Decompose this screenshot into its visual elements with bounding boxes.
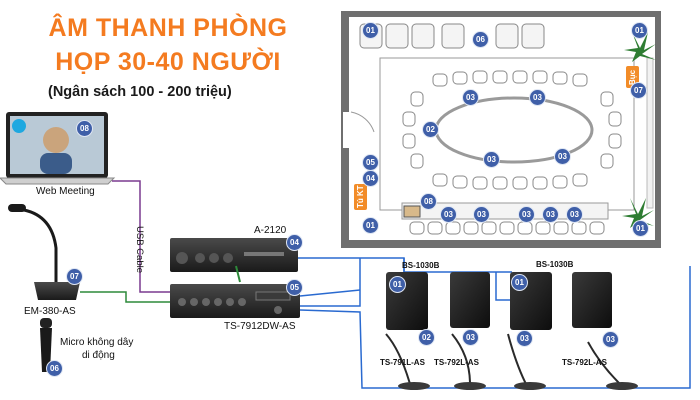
badge-room-front-1: 03 [440,206,457,223]
badge-room-bl: 01 [362,217,379,234]
wires [80,180,691,389]
badge-room-front-2: 03 [473,206,490,223]
mic-unit-label-3: TS-792L-AS [562,358,607,367]
gooseneck-line [80,291,170,303]
usb-cable-line [112,180,170,293]
amplifier-device [170,238,298,272]
badge-speaker-3: 01 [511,274,528,291]
table-chairs [402,70,622,190]
mixer-label: TS-7912DW-AS [224,321,296,332]
badge-room-front-4: 03 [542,206,559,223]
badge-room-top-mid: 06 [472,31,489,48]
speaker-icon [386,272,612,330]
badge-room-tl: 01 [362,22,379,39]
door-swing [350,111,375,133]
badge-amp: 04 [286,234,303,251]
armchairs-top [359,23,545,49]
badge-mic-2: 03 [516,330,533,347]
room-door [343,112,351,148]
room-laptop-icon [403,205,421,218]
badge-room-tr: 01 [631,22,648,39]
cabinet-tag: Tủ KT [354,184,367,210]
badge-speaker-1: 01 [389,276,406,293]
diagram-title: ÂM THANH PHÒNG [48,14,288,42]
badge-speaker-4: 03 [602,331,619,348]
mixer-to-amp-line [300,258,361,307]
badge-mic-1: 02 [418,329,435,346]
badge-room-front-3: 03 [518,206,535,223]
badge-room-front-5: 03 [566,206,583,223]
side-board [646,57,654,209]
badge-room-right-07: 07 [630,82,647,99]
desk-mic-icon [385,333,621,385]
speaker-label-2: BS-1030B [536,260,574,269]
badge-speaker-2: 03 [462,329,479,346]
front-chairs [409,221,605,235]
badge-room-table-c: 03 [483,151,500,168]
room-plan [341,11,661,248]
wireless-mic-label-1: Micro không dây [60,337,134,348]
laptop-icon [0,112,116,185]
badge-mixer: 05 [286,279,303,296]
amp-label: A-2120 [254,225,287,236]
badge-room-table-b: 03 [529,89,546,106]
badge-laptop: 08 [76,120,93,137]
gooseneck-mic-icon [8,204,80,300]
web-meeting-label: Web Meeting [36,186,95,197]
mic-unit-label-2: TS-792L-AS [434,358,479,367]
badge-room-table-a: 03 [462,89,479,106]
badge-gooseneck: 07 [66,268,83,285]
wireless-mic-label-2: di động [82,350,115,361]
mixer-device [170,284,300,318]
speaker-label-1: BS-1030B [402,261,440,270]
usb-cable-label: USB Cable [134,226,145,273]
badge-room-left-02: 02 [422,121,439,138]
badge-room-left-05: 05 [362,154,379,171]
desk-mic-base [398,382,638,390]
badge-room-table-d: 03 [554,148,571,165]
gooseneck-label: EM-380-AS [24,306,76,317]
diagram-title-line2: HỌP 30-40 NGƯỜI [55,48,281,76]
badge-room-left-04: 04 [362,170,379,187]
mic-bus-line [299,266,691,389]
diagram-subtitle: (Ngân sách 100 - 200 triệu) [48,84,232,100]
badge-room-front-08: 08 [420,193,437,210]
mic-unit-label-1: TS-791L-AS [380,358,425,367]
badge-wireless: 06 [46,360,63,377]
badge-room-br: 01 [632,220,649,237]
